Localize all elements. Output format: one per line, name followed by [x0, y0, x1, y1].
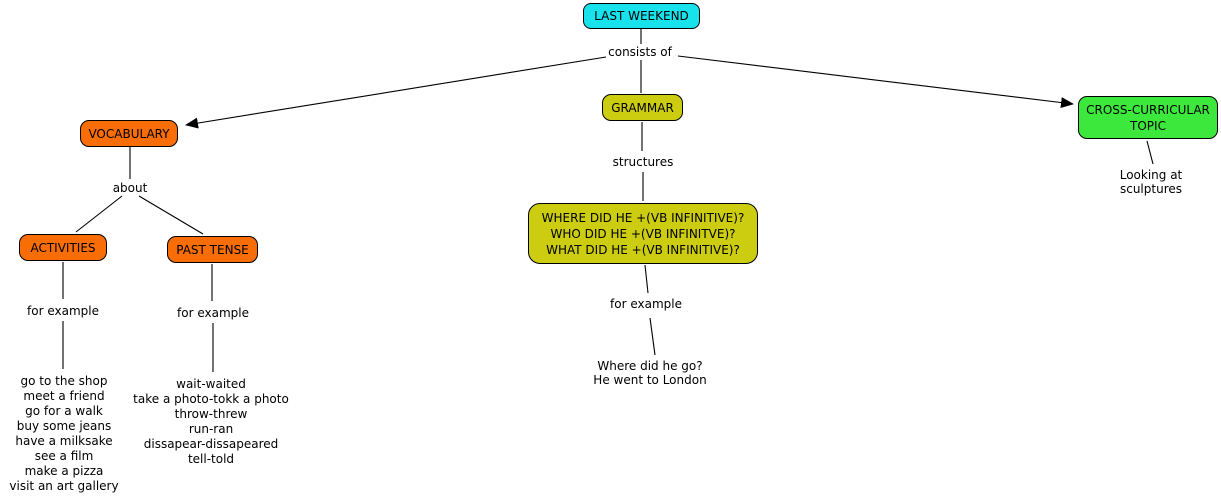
- node-past-tense[interactable]: PAST TENSE: [167, 236, 258, 263]
- edge-consists-of-to-vocabulary: [185, 56, 607, 129]
- linking-phrase-for-example-past-tense[interactable]: for example: [177, 306, 249, 320]
- node-activities[interactable]: ACTIVITIES: [19, 234, 107, 261]
- edge-structures-box-to-for-example: [644, 264, 649, 294]
- node-grammar-structures[interactable]: WHERE DID HE +(VB INFINITIVE)? WHO DID H…: [528, 203, 758, 264]
- edge-about-to-past-tense: [138, 195, 204, 235]
- edge-cross-curricular-to-example: [1146, 140, 1154, 165]
- linking-phrase-about[interactable]: about: [112, 181, 148, 195]
- node-cross-curricular-topic[interactable]: CROSS-CURRICULAR TOPIC: [1078, 96, 1218, 139]
- node-grammar[interactable]: GRAMMAR: [602, 94, 683, 121]
- linking-phrase-for-example-grammar[interactable]: for example: [610, 297, 682, 311]
- edge-consists-of-to-cross-curricular: [677, 55, 1074, 109]
- edge-for-example-to-grammar-example: [649, 317, 656, 356]
- text-node-grammar-example[interactable]: Where did he go? He went to London: [593, 359, 707, 387]
- text-node-past-tense-examples[interactable]: wait-waited take a photo-tokk a photo th…: [133, 377, 289, 466]
- linking-phrase-structures[interactable]: structures: [612, 155, 674, 169]
- node-vocabulary[interactable]: VOCABULARY: [80, 120, 178, 147]
- linking-phrase-consists-of[interactable]: consists of: [608, 45, 672, 59]
- text-node-cross-curricular-example[interactable]: Looking at sculptures: [1119, 168, 1183, 196]
- linking-phrase-for-example-activities[interactable]: for example: [27, 304, 99, 318]
- node-last-weekend[interactable]: LAST WEEKEND: [583, 3, 700, 29]
- edge-about-to-activities: [75, 195, 123, 233]
- text-node-activities-examples[interactable]: go to the shop meet a friend go for a wa…: [9, 374, 119, 493]
